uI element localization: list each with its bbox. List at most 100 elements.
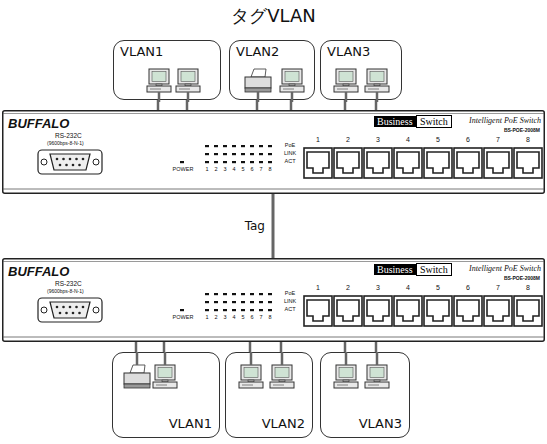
led-label: 3 <box>223 314 226 320</box>
port-number: 3 <box>376 136 380 144</box>
led-label: POWER <box>173 314 194 320</box>
port-number: 5 <box>436 136 440 144</box>
vlan-label: VLAN1 <box>120 45 163 59</box>
network-cable <box>344 342 347 352</box>
cable <box>291 92 294 102</box>
led-label: 7 <box>259 314 262 320</box>
cable <box>257 92 260 102</box>
computer-icon <box>270 365 294 388</box>
computer-icon <box>334 365 358 388</box>
switch-text: Switch <box>416 115 452 128</box>
led-label: 4 <box>232 166 235 172</box>
port-number: 3 <box>376 284 380 292</box>
cable <box>345 352 348 365</box>
led-label: 3 <box>223 166 226 172</box>
switch-text: BUFFALO <box>8 116 69 131</box>
led-label: 8 <box>268 166 271 172</box>
switch-text: Business <box>374 264 416 275</box>
diagram-title: タグVLAN <box>0 4 547 28</box>
vlan-group: VLAN2 <box>225 352 313 438</box>
switch-text: BUFFALO <box>8 264 69 279</box>
vlan-label: VLAN3 <box>359 417 402 431</box>
computer-icon <box>147 69 171 92</box>
vlan-group: VLAN3 <box>320 352 410 438</box>
cable <box>250 352 253 365</box>
serial-port <box>38 298 102 322</box>
switch-text: BS-POE-2008M <box>504 127 540 133</box>
led-label: POWER <box>173 166 194 172</box>
led-label: ACT <box>285 158 296 164</box>
port-number: 2 <box>346 284 350 292</box>
led-label: 4 <box>232 314 235 320</box>
serial-port <box>38 150 102 174</box>
port-number: 6 <box>466 284 470 292</box>
port-number: 5 <box>436 284 440 292</box>
network-cable <box>280 342 283 352</box>
printer-icon <box>245 69 271 92</box>
led-label: PoE <box>285 290 295 296</box>
vlan-group: VLAN1 <box>113 40 221 100</box>
cable <box>136 352 139 365</box>
network-cable <box>375 342 378 352</box>
led-label: ACT <box>285 306 296 312</box>
rj45-ports <box>304 296 542 326</box>
cable <box>345 92 348 102</box>
port-number: 8 <box>526 284 530 292</box>
switch-illustration <box>2 110 545 194</box>
led-label: 7 <box>259 166 262 172</box>
switch-text: Switch <box>416 263 452 276</box>
computer-icon <box>365 69 389 92</box>
cable <box>187 92 190 102</box>
port-number: 1 <box>316 136 320 144</box>
edge-label: Tag <box>243 219 267 233</box>
port-number: 6 <box>466 136 470 144</box>
network-cable <box>249 342 252 352</box>
switch-text: BS-POE-2008M <box>504 275 540 281</box>
led-label: LINK <box>284 150 296 156</box>
cable <box>281 352 284 365</box>
switch-text: Intelligent PoE Switch <box>469 264 541 273</box>
led-label: 5 <box>241 314 244 320</box>
vlan-label: VLAN2 <box>262 417 305 431</box>
port-number: 4 <box>406 284 410 292</box>
switch-box: BUFFALORS-232C(9600bps-8-N-1) BusinessSwi… <box>2 110 545 194</box>
computer-icon <box>334 69 358 92</box>
network-cable <box>163 342 166 352</box>
led-label: 2 <box>214 166 217 172</box>
computer-icon <box>365 365 389 388</box>
computer-icon <box>280 69 304 92</box>
led-array <box>180 293 272 311</box>
port-number: 2 <box>346 136 350 144</box>
rj45-ports <box>304 148 542 178</box>
led-label: 8 <box>268 314 271 320</box>
switch-text: (9600bps-8-N-1) <box>47 288 84 294</box>
led-label: 1 <box>205 166 208 172</box>
computer-icon <box>176 69 200 92</box>
computer-icon <box>239 365 263 388</box>
led-label: 1 <box>205 314 208 320</box>
switch-text: (9600bps-8-N-1) <box>47 140 84 146</box>
switch-text: Intelligent PoE Switch <box>469 116 541 125</box>
led-label: 6 <box>250 166 253 172</box>
port-number: 4 <box>406 136 410 144</box>
switch-illustration <box>2 258 545 342</box>
switch-text: Business <box>374 116 416 127</box>
vlan-label: VLAN3 <box>327 45 370 59</box>
cable <box>376 352 379 365</box>
led-array <box>180 145 272 163</box>
led-label: 5 <box>241 166 244 172</box>
network-cable <box>272 194 275 258</box>
switch-box: BUFFALORS-232C(9600bps-8-N-1)BusinessSwi… <box>2 258 545 342</box>
vlan-group: VLAN3 <box>320 40 402 100</box>
led-label: 6 <box>250 314 253 320</box>
cable <box>164 352 167 365</box>
vlan-label: VLAN1 <box>169 417 212 431</box>
network-cable <box>135 342 138 352</box>
port-number: 8 <box>526 136 530 144</box>
cable <box>158 92 161 102</box>
printer-icon <box>124 365 150 388</box>
vlan-group: VLAN1 <box>112 352 220 438</box>
switch-housing <box>3 259 545 342</box>
switch-text: RS-232C <box>55 132 82 139</box>
